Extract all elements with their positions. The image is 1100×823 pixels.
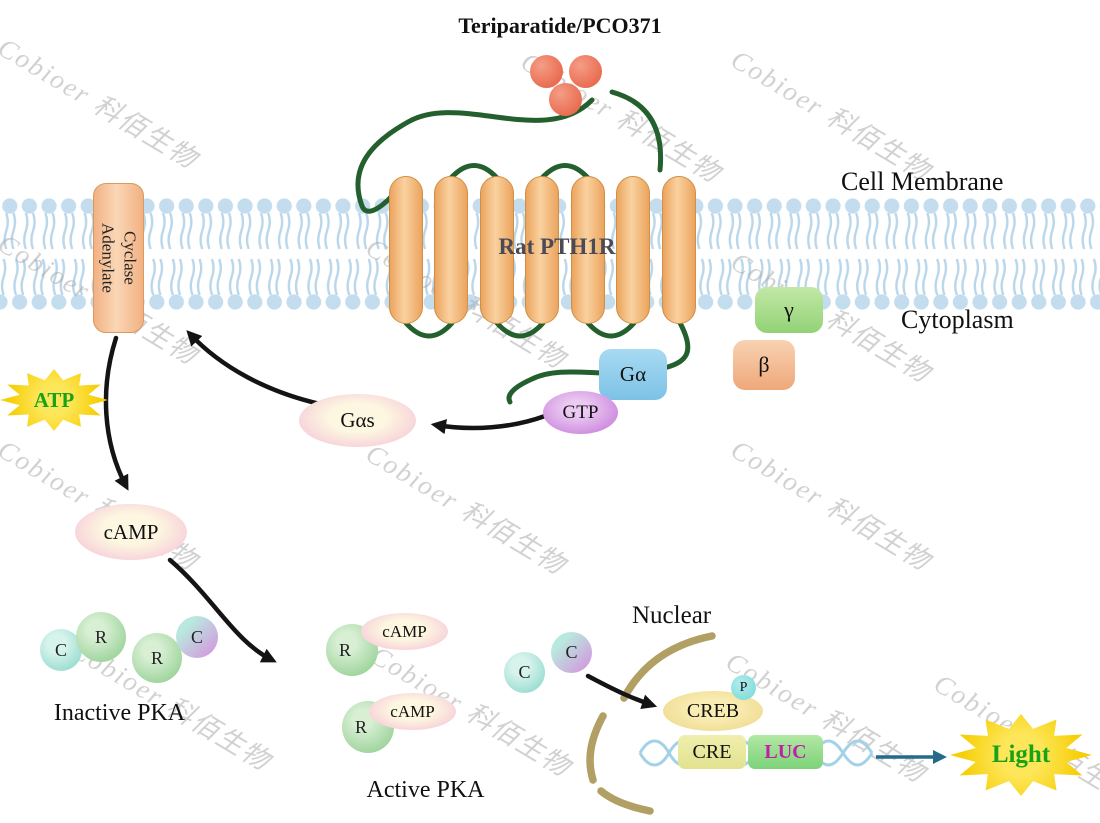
inactive-pka-label: Inactive PKA bbox=[53, 700, 186, 726]
tm-helix bbox=[389, 176, 423, 324]
g-beta-subunit: β bbox=[733, 340, 795, 390]
camp-bound: cAMP bbox=[361, 613, 448, 650]
cre-element: CRE bbox=[678, 735, 746, 769]
active-pka-label: Active PKA bbox=[366, 777, 485, 803]
pka-c-subunit: C bbox=[176, 616, 218, 658]
pka-c-subunit: C bbox=[551, 632, 592, 673]
camp-messenger: cAMP bbox=[75, 504, 187, 560]
phosphate-badge: P bbox=[731, 675, 756, 700]
pka-r-subunit: R bbox=[76, 612, 126, 662]
camp-bound: cAMP bbox=[369, 693, 456, 730]
tm-helix bbox=[662, 176, 696, 324]
g-alpha-s: Gαs bbox=[299, 394, 416, 447]
tm-helix bbox=[525, 176, 559, 324]
tm-helix bbox=[616, 176, 650, 324]
nuclear-label: Nuclear bbox=[632, 602, 712, 629]
pka-r-subunit: R bbox=[132, 633, 182, 683]
pka-c-subunit: C bbox=[504, 652, 545, 693]
tm-helix bbox=[571, 176, 605, 324]
tm-helix bbox=[480, 176, 514, 324]
receptor-loops bbox=[355, 89, 691, 405]
cytoplasm-label: Cytoplasm bbox=[901, 305, 1014, 334]
g-alpha-subunit: Gα bbox=[599, 349, 667, 400]
receptor-name: Rat PTH1R bbox=[498, 234, 616, 259]
adenylate-cyclase-label: Adenylate Cyclase bbox=[98, 223, 140, 293]
gtp: GTP bbox=[543, 391, 618, 434]
luc-reporter: LUC bbox=[748, 735, 823, 769]
ligand-circle bbox=[530, 55, 563, 88]
diagram-title: Teriparatide/PCO371 bbox=[458, 13, 662, 38]
g-gamma-subunit: γ bbox=[755, 287, 823, 333]
tm-helix bbox=[434, 176, 468, 324]
pka-c-subunit: C bbox=[40, 629, 82, 671]
adenylate-cyclase: Adenylate Cyclase bbox=[93, 183, 144, 333]
cell-membrane-label: Cell Membrane bbox=[841, 167, 1004, 196]
light-label: Light bbox=[991, 741, 1051, 768]
signal-arrows bbox=[103, 330, 658, 710]
atp-label: ATP bbox=[33, 387, 75, 412]
ligand-circle bbox=[569, 55, 602, 88]
nuclear-envelope bbox=[586, 632, 716, 815]
ligand-circle bbox=[549, 83, 582, 116]
